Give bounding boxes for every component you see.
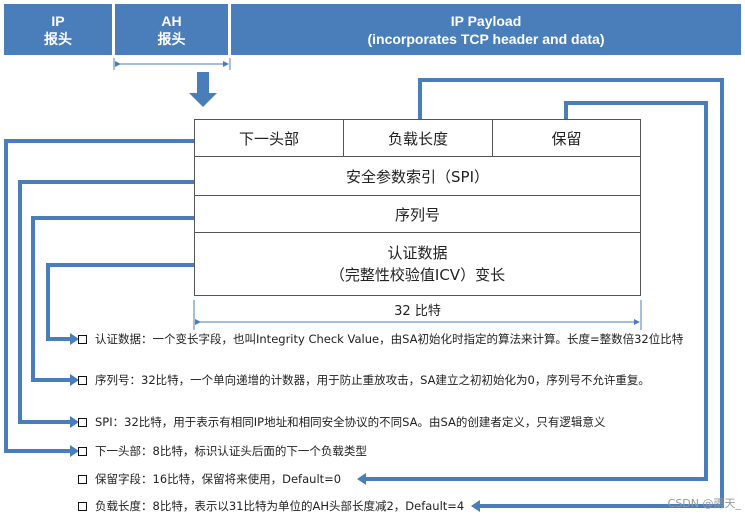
connector-next-header bbox=[4, 139, 194, 453]
note-next-header: 下一头部：8比特，标识认证头后面的下一个负载类型 bbox=[78, 443, 367, 459]
ah-header-label: AH bbox=[161, 12, 182, 29]
square-bullet-icon bbox=[78, 474, 87, 484]
square-bullet-icon bbox=[78, 375, 87, 385]
ah-header-box: AH 报头 bbox=[115, 4, 228, 55]
ip-payload-sublabel: (incorporates TCP header and data) bbox=[367, 30, 605, 47]
ip-header-sublabel: 报头 bbox=[44, 30, 72, 47]
auth-data-label: 认证数据 bbox=[387, 244, 448, 262]
arrowhead-auth-data bbox=[70, 333, 79, 345]
sequence-label: 序列号 bbox=[394, 205, 440, 224]
note-spi: SPI：32比特，用于表示有相同IP地址和相同安全协议的不同SA。由SA的创建者… bbox=[78, 414, 605, 430]
sequence-row: 序列号 bbox=[195, 196, 640, 233]
arrowhead-spi bbox=[70, 416, 79, 428]
ah-header-table: 下一头部 负载长度 保留 安全参数索引（SPI） 序列号 认证数据 （完整性校验… bbox=[194, 119, 641, 296]
auth-data-sublabel: （完整性校验值ICV）变长 bbox=[329, 266, 506, 284]
next-header-cell: 下一头部 bbox=[195, 120, 344, 156]
note-text: 保留字段：16比特，保留将来使用，Default=0 bbox=[95, 472, 342, 486]
connector-reserved bbox=[364, 101, 708, 481]
connector-sequence bbox=[31, 216, 194, 382]
ip-payload-label: IP Payload bbox=[450, 12, 522, 29]
square-bullet-icon bbox=[78, 334, 87, 344]
note-auth-data: 认证数据：一个变长字段，也叫Integrity Check Value，由SA初… bbox=[78, 331, 683, 347]
arrowhead-payload-length bbox=[471, 500, 480, 512]
connector-payload-length bbox=[418, 78, 724, 508]
next-header-label: 下一头部 bbox=[238, 129, 299, 148]
ip-payload-box: IP Payload (incorporates TCP header and … bbox=[231, 4, 741, 55]
note-payload-length: 负载长度：8比特，表示以31比特为单位的AH头部长度减2，Default=4 bbox=[78, 498, 464, 514]
payload-length-cell: 负载长度 bbox=[344, 120, 493, 156]
ah-row-1: 下一头部 负载长度 保留 bbox=[195, 120, 640, 157]
watermark: CSDN @雨天_ bbox=[667, 497, 741, 510]
reserved-cell: 保留 bbox=[493, 120, 640, 156]
arrowhead-sequence bbox=[70, 374, 79, 386]
note-text: SPI：32比特，用于表示有相同IP地址和相同安全协议的不同SA。由SA的创建者… bbox=[95, 415, 606, 429]
payload-length-label: 负载长度 bbox=[387, 129, 448, 148]
square-bullet-icon bbox=[78, 417, 87, 427]
square-bullet-icon bbox=[78, 501, 87, 511]
ip-header-box: IP 报头 bbox=[4, 4, 112, 55]
connector-spi bbox=[18, 180, 194, 424]
arrowhead-next-header bbox=[70, 445, 79, 457]
expand-down-arrow-icon bbox=[189, 72, 217, 107]
spi-label: 安全参数索引（SPI） bbox=[346, 167, 489, 186]
reserved-label: 保留 bbox=[551, 129, 582, 148]
auth-data-row: 认证数据 （完整性校验值ICV）变长 bbox=[195, 233, 640, 295]
spi-row: 安全参数索引（SPI） bbox=[195, 157, 640, 196]
ah-header-sublabel: 报头 bbox=[157, 30, 186, 47]
note-sequence: 序列号：32比特，一个单向递增的计数器，用于防止重放攻击，SA建立之初初始化为0… bbox=[78, 372, 650, 388]
note-text: 下一头部：8比特，标识认证头后面的下一个负载类型 bbox=[95, 444, 367, 458]
note-text: 负载长度：8比特，表示以31比特为单位的AH头部长度减2，Default=4 bbox=[95, 499, 465, 513]
bit-width-label: 32 比特 bbox=[394, 304, 441, 319]
note-reserved: 保留字段：16比特，保留将来使用，Default=0 bbox=[78, 471, 341, 487]
ip-header-label: IP bbox=[51, 12, 65, 29]
connector-auth-data bbox=[46, 263, 194, 341]
note-text: 认证数据：一个变长字段，也叫Integrity Check Value，由SA初… bbox=[95, 332, 684, 346]
note-text: 序列号：32比特，一个单向递增的计数器，用于防止重放攻击，SA建立之初初始化为0… bbox=[95, 373, 650, 387]
arrowhead-reserved bbox=[357, 473, 366, 485]
square-bullet-icon bbox=[78, 446, 87, 456]
